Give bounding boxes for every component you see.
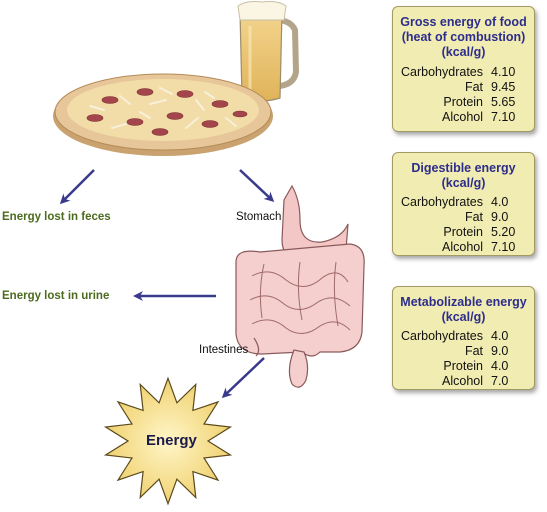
digestible-row-name: Carbohydrates [401,195,483,209]
gross-row-value: 5.65 [491,95,516,109]
metabolizable-row-name: Carbohydrates [401,329,483,343]
gross-energy-title-1: Gross energy of food [400,15,527,29]
pizza-icon [53,73,273,156]
metabolizable-row-value: 4.0 [491,329,509,343]
metabolizable-row-value: 4.0 [491,359,509,373]
arrow-to-feces [59,169,95,205]
arrow-to-stomach [239,169,275,203]
gross-row-name: Protein [443,95,483,109]
digestible-energy-box: Digestible energy (kcal/g) Carbohydrates… [392,152,535,256]
gross-energy-title-3: (kcal/g) [441,45,486,59]
gross-energy-title-2: (heat of combustion) [401,30,526,44]
arrow-to-energy [221,357,265,399]
metabolizable-row-name: Fat [464,344,483,358]
gross-row-name: Fat [464,80,483,94]
metabolizable-row-name: Alcohol [442,374,483,388]
digestible-energy-title-2: (kcal/g) [441,176,486,190]
digestible-row-name: Protein [443,225,483,239]
gross-row-value: 7.10 [491,110,516,124]
metabolizable-row-value: 9.0 [491,344,509,358]
digestible-row-value: 5.20 [491,225,516,239]
stomach-label: Stomach [236,211,282,223]
gross-energy-box: Gross energy of food (heat of combustion… [392,6,535,132]
energy-starburst [103,376,233,506]
gross-row-name: Carbohydrates [401,65,483,79]
digestible-row-value: 7.10 [491,240,516,254]
urine-loss-label: Energy lost in urine [2,290,110,302]
metabolizable-energy-title-1: Metabolizable energy [400,295,527,309]
digestible-row-name: Alcohol [442,240,483,254]
digestible-row-value: 4.0 [491,195,509,209]
metabolizable-row-value: 7.0 [491,374,509,388]
energy-label: Energy [146,432,197,449]
metabolizable-energy-box: Metabolizable energy (kcal/g) Carbohydra… [392,286,535,390]
beer-mug-icon [237,1,300,102]
digestible-row-value: 9.0 [491,210,509,224]
intestines-label: Intestines [199,344,249,356]
gross-row-value: 9.45 [491,80,516,94]
metabolizable-row-name: Protein [443,359,483,373]
digestible-row-name: Fat [464,210,483,224]
digestive-tract-icon [235,184,365,388]
gross-row-value: 4.10 [491,65,516,79]
feces-loss-label: Energy lost in feces [2,211,111,223]
metabolizable-energy-title-2: (kcal/g) [441,310,486,324]
digestible-energy-title-1: Digestible energy [411,161,516,175]
gross-row-name: Alcohol [442,110,483,124]
